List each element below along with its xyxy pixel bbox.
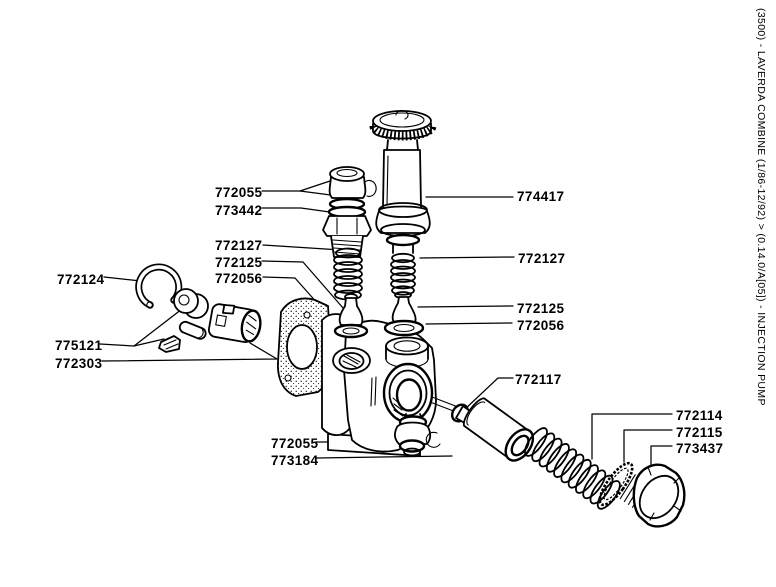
part-label-774417: 774417 bbox=[517, 189, 564, 204]
delivery-valve-right bbox=[383, 291, 425, 337]
delivery-valve-left bbox=[333, 293, 369, 339]
hand-primer-pump bbox=[369, 110, 437, 254]
spring-right bbox=[390, 252, 416, 296]
part-label-772055-bottom: 772055 bbox=[271, 436, 319, 451]
piston bbox=[463, 397, 535, 462]
part-label-772127-left: 772127 bbox=[215, 238, 262, 253]
outlet-fitting bbox=[394, 413, 441, 457]
part-label-772114: 772114 bbox=[676, 408, 723, 423]
plunger-spring bbox=[524, 427, 621, 510]
part-label-773184: 773184 bbox=[271, 453, 319, 468]
roller-button bbox=[173, 288, 209, 319]
part-label-772055-top: 772055 bbox=[215, 185, 263, 200]
gasket-plate bbox=[277, 297, 332, 397]
tappet-bushing bbox=[207, 303, 262, 344]
part-label-772056-right: 772056 bbox=[517, 318, 565, 333]
overflow-valve-fitting bbox=[322, 166, 377, 258]
snap-ring bbox=[135, 263, 183, 309]
part-label-775121: 775121 bbox=[55, 338, 103, 353]
part-label-772056-left: 772056 bbox=[215, 271, 263, 286]
roller-pin bbox=[178, 320, 207, 340]
part-label-772117: 772117 bbox=[515, 372, 562, 387]
part-label-772125-left: 772125 bbox=[215, 255, 263, 270]
part-label-772124: 772124 bbox=[57, 272, 105, 287]
part-number-labels: 772055 773442 772127 772125 772056 77212… bbox=[55, 185, 723, 468]
part-label-772303: 772303 bbox=[55, 356, 103, 371]
part-label-773437: 773437 bbox=[676, 441, 723, 456]
part-label-772125-right: 772125 bbox=[517, 301, 565, 316]
part-label-772115: 772115 bbox=[676, 425, 723, 440]
part-label-772127-right: 772127 bbox=[518, 251, 565, 266]
lock-washer bbox=[598, 461, 634, 507]
part-label-773442: 773442 bbox=[215, 203, 262, 218]
hex-plug bbox=[619, 463, 686, 528]
catalog-title-vertical: (3500) - LAVERDA COMBINE (1/86-12/92) > … bbox=[755, 8, 767, 406]
tappet-shoe bbox=[158, 335, 181, 353]
